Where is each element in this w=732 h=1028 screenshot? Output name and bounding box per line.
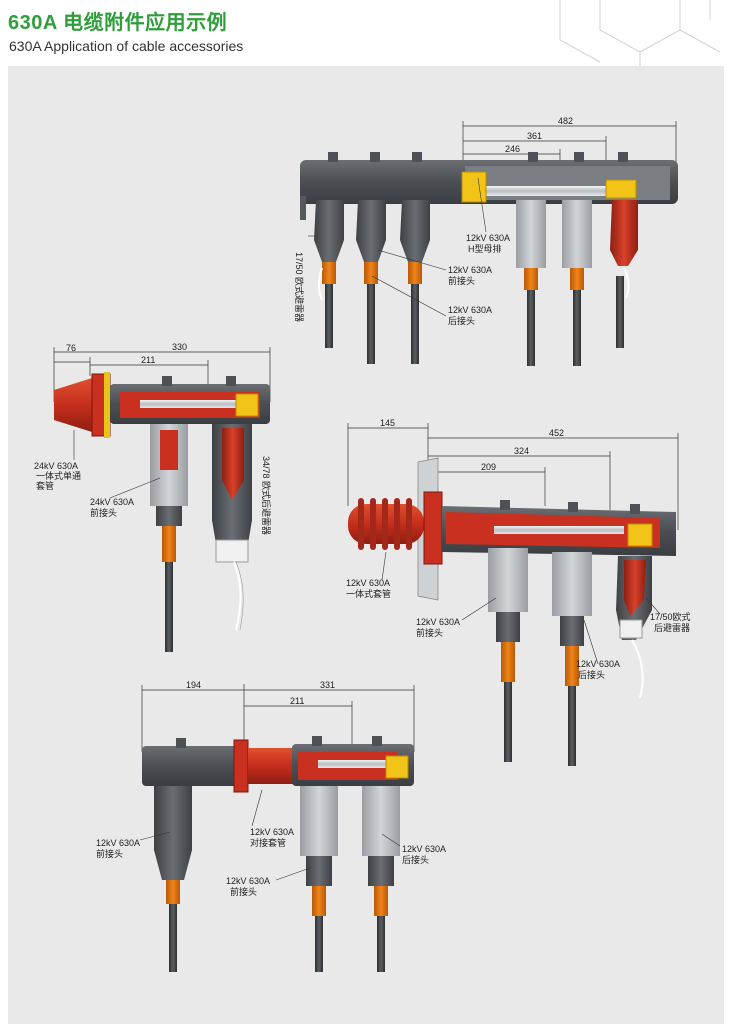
dim-left-76: 76: [66, 343, 76, 353]
dim-right-324: 324: [514, 446, 529, 456]
label-left-bushing-1: 24kV 630A: [34, 461, 78, 471]
label-left-front-1: 24kV 630A: [90, 497, 134, 507]
diagram-top-h-busbar: 482 361 246: [294, 116, 678, 366]
dim-top-361: 361: [527, 131, 542, 141]
label-top-hbus-2: H型母排: [468, 243, 502, 254]
label-right-bushing-2: 一体式套管: [346, 588, 391, 599]
label-top-front-2: 前接头: [448, 275, 475, 286]
h-busbar-bar: [486, 186, 636, 196]
busbar-insert-yellow: [461, 171, 487, 203]
label-right-rear-2: 后接头: [578, 669, 605, 680]
dim-left-211: 211: [141, 355, 155, 365]
label-top-rear-2: 后接头: [448, 315, 475, 326]
dim-top-482: 482: [558, 116, 573, 126]
label-bottom-rear-2: 后接头: [402, 854, 429, 865]
left-red-bushing: [54, 378, 92, 432]
label-right-bushing-1: 12kV 630A: [346, 578, 390, 588]
label-bottom-left-front-2: 前接头: [96, 848, 123, 859]
label-top-rear-1: 12kV 630A: [448, 305, 492, 315]
dim-bottom-211: 211: [290, 696, 304, 706]
label-top-front-1: 12kV 630A: [448, 265, 492, 275]
label-top-hbus-1: 12kV 630A: [466, 233, 510, 243]
label-top-surge-arrester: 17/50 欧式避雷器: [294, 252, 305, 322]
dim-right-209: 209: [481, 462, 496, 472]
dim-left-330: 330: [172, 342, 187, 352]
label-right-arrester-1: 17/50欧式: [650, 611, 691, 622]
label-left-front-2: 前接头: [90, 507, 117, 518]
label-right-arrester-2: 后避雷器: [654, 622, 690, 633]
label-right-front-1: 12kV 630A: [416, 617, 460, 627]
label-right-front-2: 前接头: [416, 627, 443, 638]
label-left-bushing-3: 套管: [36, 480, 54, 491]
label-bottom-mid-front-2: 前接头: [230, 886, 257, 897]
label-bottom-mid-front-1: 12kV 630A: [226, 876, 270, 886]
diagram-bottom-coupling: 194 331 211 12kV 630A: [96, 680, 446, 972]
dim-top-246: 246: [505, 144, 520, 154]
label-left-arrester: 34/78 欧式后避雷器: [261, 456, 272, 535]
label-bottom-coupling-1: 12kV 630A: [250, 827, 294, 837]
dim-right-145: 145: [380, 418, 395, 428]
label-bottom-left-front-1: 12kV 630A: [96, 838, 140, 848]
label-bottom-rear-1: 12kV 630A: [402, 844, 446, 854]
label-bottom-coupling-2: 对接套管: [250, 837, 286, 848]
diagram-right-bushing: 145 452 324 209: [346, 418, 691, 766]
dim-right-452: 452: [549, 428, 564, 438]
header-decoration: [559, 0, 721, 66]
page-subtitle: 630A Application of cable accessories: [9, 38, 244, 54]
diagram-left-bushing: 76 211 330 24kV 630A 一体式单通 套管 24kV 630A: [34, 342, 272, 652]
page-title: 630A 电缆附件应用示例: [8, 12, 228, 34]
dim-bottom-194: 194: [186, 680, 201, 690]
dim-bottom-331: 331: [320, 680, 335, 690]
label-right-rear-1: 12kV 630A: [576, 659, 620, 669]
label-left-bushing-2: 一体式单通: [36, 470, 81, 481]
